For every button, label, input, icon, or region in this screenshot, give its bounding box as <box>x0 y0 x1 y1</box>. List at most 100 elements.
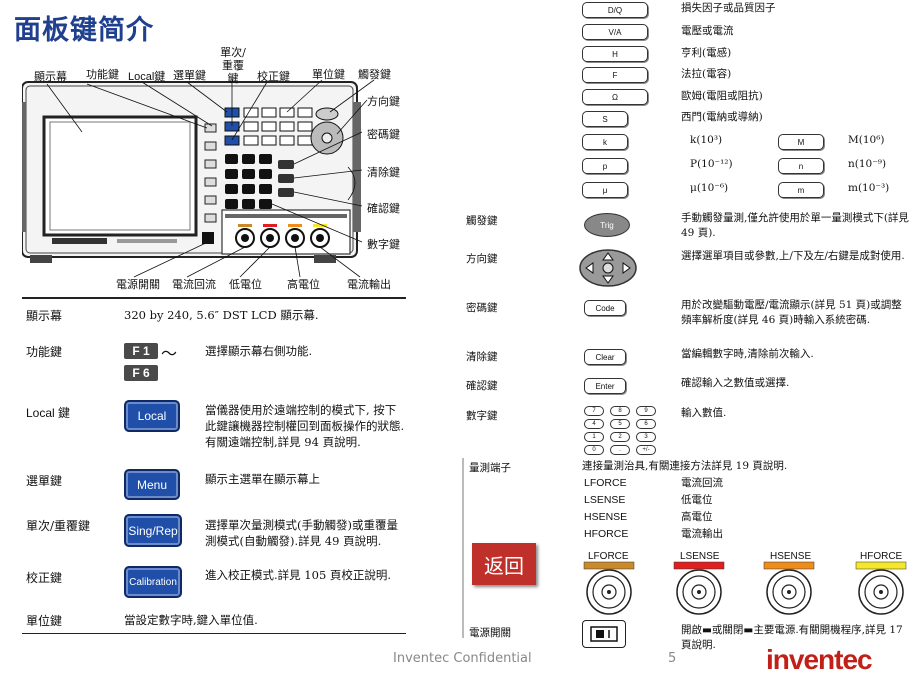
terminal-name: 量測端子 <box>469 462 511 474</box>
n-key[interactable]: n <box>778 158 824 174</box>
trigger-key[interactable]: Trig <box>584 213 630 237</box>
callout-function: 功能鍵 <box>86 68 119 81</box>
code-name: 密碼鍵 <box>466 302 498 314</box>
singrep-key[interactable]: Sing/Rep <box>124 514 182 547</box>
p-key[interactable]: p <box>582 158 628 174</box>
page-number: 5 <box>668 651 677 666</box>
numeric-desc: 輸入數值. <box>681 407 727 419</box>
terminal-divider <box>462 458 464 638</box>
row-unit-name: 單位鍵 <box>26 614 63 628</box>
menu-key[interactable]: Menu <box>124 469 180 500</box>
micro-desc: μ(10⁻⁶) <box>690 182 729 194</box>
p-desc: P(10⁻¹²) <box>690 158 733 170</box>
lforce-label: LFORCE <box>584 477 627 489</box>
direction-name: 方向鍵 <box>466 253 498 265</box>
callout-power: 電源開關 <box>116 278 160 291</box>
s-key[interactable]: S <box>582 111 628 127</box>
terminal-desc: 連接量測治具,有關連接方法詳見 19 頁說明. <box>582 460 788 472</box>
mega-desc: M(10⁶) <box>848 134 885 146</box>
k-key[interactable]: k <box>582 134 628 150</box>
va-desc: 電壓或電流 <box>681 25 734 37</box>
numpad-key[interactable]: 4 <box>584 419 604 429</box>
callout-display: 顯示幕 <box>34 70 67 83</box>
f-desc: 法拉(電容) <box>681 68 732 80</box>
numpad-key[interactable]: 5 <box>610 419 630 429</box>
callout-local: Local鍵 <box>128 71 166 83</box>
lforce-desc: 電流回流 <box>681 477 723 489</box>
callout-code: 密碼鍵 <box>367 128 400 141</box>
callout-lsense: 低電位 <box>229 278 262 291</box>
callout-clear: 清除鍵 <box>367 166 400 179</box>
mega-key[interactable]: M <box>778 134 824 150</box>
callout-hsense: 高電位 <box>287 278 320 291</box>
lsense-label: LSENSE <box>584 494 626 506</box>
row-local-desc: 當儀器使用於遠端控制的模式下, 按下此鍵讓機器控制權回到面板操作的狀態.有關遠端… <box>205 403 405 449</box>
va-key[interactable]: V/A <box>582 24 648 40</box>
numpad: 7 8 9 4 5 6 1 2 3 0 . +/- <box>584 406 672 455</box>
row-local-name: Local 鍵 <box>26 406 71 420</box>
power-switch[interactable] <box>582 620 626 648</box>
hforce-label: HFORCE <box>584 528 629 540</box>
numpad-key[interactable]: 3 <box>636 432 656 442</box>
power-icon <box>590 626 618 642</box>
micro-key[interactable]: μ <box>582 182 628 198</box>
trigger-desc: 手動觸發量測,僅允許使用於單一量測模式下(詳見 49 頁). <box>681 212 909 239</box>
callout-lforce: 電流回流 <box>172 278 216 291</box>
clear-desc: 當編輯數字時,清除前次輸入. <box>681 348 814 360</box>
numpad-key[interactable]: 0 <box>584 445 604 455</box>
h-key[interactable]: H <box>582 46 648 62</box>
callout-unit: 單位鍵 <box>312 68 345 81</box>
numpad-key[interactable]: +/- <box>636 445 656 455</box>
h-desc: 亨利(電感) <box>681 47 732 59</box>
row-menu-name: 選單鍵 <box>26 474 63 488</box>
direction-pad[interactable] <box>578 248 638 292</box>
direction-desc: 選擇選單項目或參數,上/下及左/右鍵是成對使用. <box>681 250 905 262</box>
code-key[interactable]: Code <box>584 300 626 316</box>
clear-key[interactable]: Clear <box>584 349 626 365</box>
numpad-key[interactable]: 9 <box>636 406 656 416</box>
row-singrep-name: 單次/重覆鍵 <box>26 519 91 533</box>
milli-key[interactable]: m <box>778 182 824 198</box>
inventec-logo: inventec <box>766 644 873 675</box>
dq-key[interactable]: D/Q <box>582 2 648 18</box>
numpad-key[interactable]: 1 <box>584 432 604 442</box>
row-menu-desc: 顯示主選單在顯示幕上 <box>205 472 320 486</box>
f1-key[interactable]: F 1 <box>124 343 158 359</box>
row-calibration-name: 校正鍵 <box>26 571 63 585</box>
bnc-lsense-label: LSENSE <box>680 551 720 562</box>
callout-menu: 選單鍵 <box>173 69 206 82</box>
row-function-name: 功能鍵 <box>26 345 63 359</box>
f6-key[interactable]: F 6 <box>124 365 158 381</box>
enter-key[interactable]: Enter <box>584 378 626 394</box>
row-function-desc: 選擇顯示幕右側功能. <box>205 344 313 358</box>
callout-hforce: 電流輸出 <box>347 278 391 291</box>
ohm-key[interactable]: Ω <box>582 89 648 105</box>
row-singrep-desc: 選擇單次量測模式(手動觸發)或重覆量測模式(自動觸發).詳見 49 頁說明. <box>205 518 398 548</box>
local-key[interactable]: Local <box>124 400 180 432</box>
calibration-key[interactable]: Calibration <box>124 566 182 598</box>
milli-desc: m(10⁻³) <box>848 182 890 194</box>
callout-direction: 方向鍵 <box>367 95 400 108</box>
bnc-hsense-label: HSENSE <box>770 551 812 562</box>
bnc-connectors <box>580 560 920 622</box>
k-desc: k(10³) <box>690 134 723 146</box>
numpad-key[interactable]: . <box>610 445 630 455</box>
numpad-key[interactable]: 2 <box>610 432 630 442</box>
trigger-key-label: Trig <box>600 220 614 230</box>
callout-calibration: 校正鍵 <box>257 70 290 83</box>
row-display-desc: 320 by 240, 5.6″ DST LCD 顯示幕. <box>124 308 319 322</box>
s-desc: 西門(電納或導納) <box>681 111 763 123</box>
numpad-key[interactable]: 6 <box>636 419 656 429</box>
numpad-key[interactable]: 8 <box>610 406 630 416</box>
enter-desc: 確認輸入之數值或選擇. <box>681 377 790 389</box>
n-desc: n(10⁻⁹) <box>848 158 887 170</box>
power-name: 電源開關 <box>469 627 511 639</box>
tilde-mark: ～ <box>161 344 178 363</box>
f-key[interactable]: F <box>582 67 648 83</box>
ohm-desc: 歐姆(電阻或阻抗) <box>681 90 763 102</box>
back-button[interactable]: 返回 <box>472 543 536 585</box>
bnc-hforce-label: HFORCE <box>860 551 903 562</box>
numpad-key[interactable]: 7 <box>584 406 604 416</box>
callout-enter: 確認鍵 <box>367 202 400 215</box>
row-unit-desc: 當設定數字時,鍵入單位值. <box>124 613 258 627</box>
